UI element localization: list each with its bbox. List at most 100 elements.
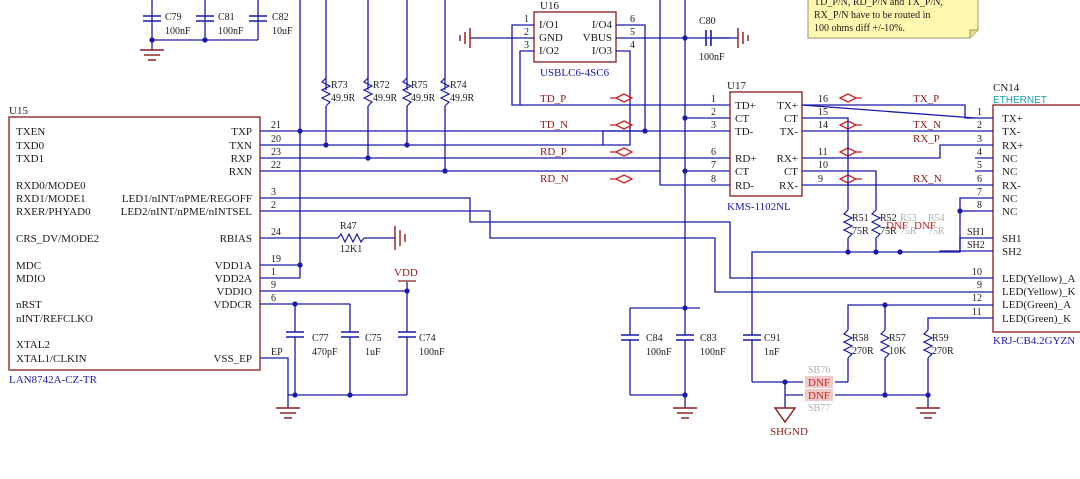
u16-tvs-chip[interactable]: U16 USBLC6-4SC6 I/O1 GND I/O2 I/O4 VBUS … bbox=[524, 0, 635, 79]
u15-num-9: 9 bbox=[271, 280, 276, 291]
u16-pin-io2: I/O2 bbox=[539, 45, 559, 57]
cn14-num-11: 11 bbox=[972, 307, 982, 318]
sb77-ref: SB77 bbox=[808, 403, 830, 414]
u17-num-15: 15 bbox=[818, 107, 828, 118]
u17-num-1: 1 bbox=[711, 94, 716, 105]
u15-pin-xtal1: XTAL1/CLKIN bbox=[16, 353, 87, 365]
c83-value: 100nF bbox=[700, 347, 726, 358]
u16-ref: U16 bbox=[540, 0, 559, 12]
u15-pin-vddio: VDDIO bbox=[217, 286, 252, 298]
cn14-num-4: 4 bbox=[977, 147, 982, 158]
r52-ref: R52 bbox=[880, 213, 897, 224]
u15-num-23: 23 bbox=[271, 147, 281, 158]
note-line-1: TD_P/N, RD_P/N and TX_P/N, bbox=[814, 0, 943, 8]
u15-pin-mdc: MDC bbox=[16, 260, 41, 272]
r75-ref: R75 bbox=[411, 80, 428, 91]
u17-pin-ct2: CT bbox=[735, 166, 749, 178]
c83-ref: C83 bbox=[700, 333, 717, 344]
cn14-ref: CN14 bbox=[993, 82, 1020, 94]
decoupling-cap-group-top: C79 100nF C81 100nF C82 10uF bbox=[140, 0, 293, 61]
r59-ref: R59 bbox=[932, 333, 949, 344]
u17-pin-tdn: TD- bbox=[735, 126, 754, 138]
r72-ref: R72 bbox=[373, 80, 390, 91]
r57-value: 10K bbox=[889, 346, 907, 357]
u17-num-9: 9 bbox=[818, 174, 823, 185]
u15-num-6: 6 bbox=[271, 293, 276, 304]
u16-pin-io1: I/O1 bbox=[539, 19, 559, 31]
u15-pin-rxp: RXP bbox=[231, 153, 252, 165]
r58-value: 270R bbox=[852, 346, 874, 357]
u15-ref: U15 bbox=[9, 105, 28, 117]
c82-value: 10uF bbox=[272, 26, 293, 37]
u17-transformer[interactable]: U17 KMS-1102NL TD+ CT TD- RD+ CT RD- TX+… bbox=[711, 80, 828, 213]
u15-num-3: 3 bbox=[271, 187, 276, 198]
sb77-dnf: DNF bbox=[808, 390, 830, 402]
u17-num-7: 7 bbox=[711, 160, 716, 171]
u15-pin-txd0: TXD0 bbox=[16, 140, 45, 152]
c74-value: 100nF bbox=[419, 347, 445, 358]
r58-ref: R58 bbox=[852, 333, 869, 344]
cn14-pin-led-gk: LED(Green)_K bbox=[1002, 313, 1071, 325]
u17-pin-rdp: RD+ bbox=[735, 153, 756, 165]
u16-num-2: 2 bbox=[524, 27, 529, 38]
r73-value: 49.9R bbox=[331, 93, 356, 104]
cn14-pin-nc5: NC bbox=[1002, 166, 1017, 178]
r53-value: 75R bbox=[900, 226, 917, 237]
u17-pin-ct1: CT bbox=[735, 113, 749, 125]
u15-num-24: 24 bbox=[271, 227, 281, 238]
cn14-sh2-label: SH2 bbox=[967, 240, 985, 251]
diffpair-flag-icons bbox=[610, 93, 634, 184]
u17-num-8: 8 bbox=[711, 174, 716, 185]
u16-num-3: 3 bbox=[524, 40, 529, 51]
u17-pin-ct3: CT bbox=[784, 113, 798, 125]
u15-pin-vdd2a: VDD2A bbox=[215, 273, 252, 285]
cn14-pin-nc7: NC bbox=[1002, 193, 1017, 205]
r59-value: 270R bbox=[932, 346, 954, 357]
u16-pin-io4: I/O4 bbox=[592, 19, 613, 31]
cn14-value: ETHERNET bbox=[993, 95, 1047, 106]
u15-pin-txn: TXN bbox=[229, 140, 252, 152]
u15-part: LAN8742A-CZ-TR bbox=[9, 374, 98, 386]
u15-num-21: 21 bbox=[271, 120, 281, 131]
net-rx-n: RX_N bbox=[913, 173, 942, 185]
c75-ref: C75 bbox=[365, 333, 382, 344]
r72-value: 49.9R bbox=[373, 93, 398, 104]
cn14-pin-led-ya: LED(Yellow)_A bbox=[1002, 273, 1075, 285]
c81-value: 100nF bbox=[218, 26, 244, 37]
dnf-label-2: DNF bbox=[914, 220, 936, 232]
cn14-pin-txp: TX+ bbox=[1002, 113, 1023, 125]
c79-ref: C79 bbox=[165, 12, 182, 23]
u15-num-20: 20 bbox=[271, 134, 281, 145]
r52-value: 75R bbox=[880, 226, 897, 237]
net-rd-p: RD_P bbox=[540, 146, 567, 158]
u17-ref: U17 bbox=[727, 80, 746, 92]
c84-value: 100nF bbox=[646, 347, 672, 358]
r51-value: 75R bbox=[852, 226, 869, 237]
cn14-rj45-connector[interactable]: CN14 ETHERNET KRJ-CB4.2GYZN TX+ TX- RX+ … bbox=[967, 82, 1080, 347]
u15-num-1: 1 bbox=[271, 267, 276, 278]
net-tx-p: TX_P bbox=[913, 93, 939, 105]
u15-pin-crsdv: CRS_DV/MODE2 bbox=[16, 233, 99, 245]
r51-ref: R51 bbox=[852, 213, 869, 224]
r47-ref: R47 bbox=[340, 221, 357, 232]
u15-pin-led2: LED2/nINT/nPME/nINTSEL bbox=[121, 206, 253, 218]
note-line-2: RX_P/N have to be routed in bbox=[814, 10, 930, 21]
u15-pin-txp: TXP bbox=[231, 126, 252, 138]
u15-pin-rxer: RXER/PHYAD0 bbox=[16, 206, 91, 218]
u16-part: USBLC6-4SC6 bbox=[540, 67, 610, 79]
r57-ref: R57 bbox=[889, 333, 906, 344]
r47-value: 12K1 bbox=[340, 244, 362, 255]
u15-pin-rxn: RXN bbox=[229, 166, 252, 178]
u17-num-2: 2 bbox=[711, 107, 716, 118]
u15-pin-nint: nINT/REFCLKO bbox=[16, 313, 93, 325]
u17-pin-txn: TX- bbox=[780, 126, 799, 138]
u15-num-22: 22 bbox=[271, 160, 281, 171]
cn14-pin-rxp: RX+ bbox=[1002, 140, 1023, 152]
u17-pin-rdn: RD- bbox=[735, 180, 754, 192]
u15-phy-chip[interactable]: U15 LAN8742A-CZ-TR TXEN TXD0 TXD1 RXD0/M… bbox=[8, 105, 283, 386]
r73-ref: R73 bbox=[331, 80, 348, 91]
r54-value: 75R bbox=[928, 226, 945, 237]
c75-value: 1uF bbox=[365, 347, 381, 358]
cn14-pin-led-ga: LED(Green)_A bbox=[1002, 299, 1071, 311]
u17-pin-tdp: TD+ bbox=[735, 100, 756, 112]
